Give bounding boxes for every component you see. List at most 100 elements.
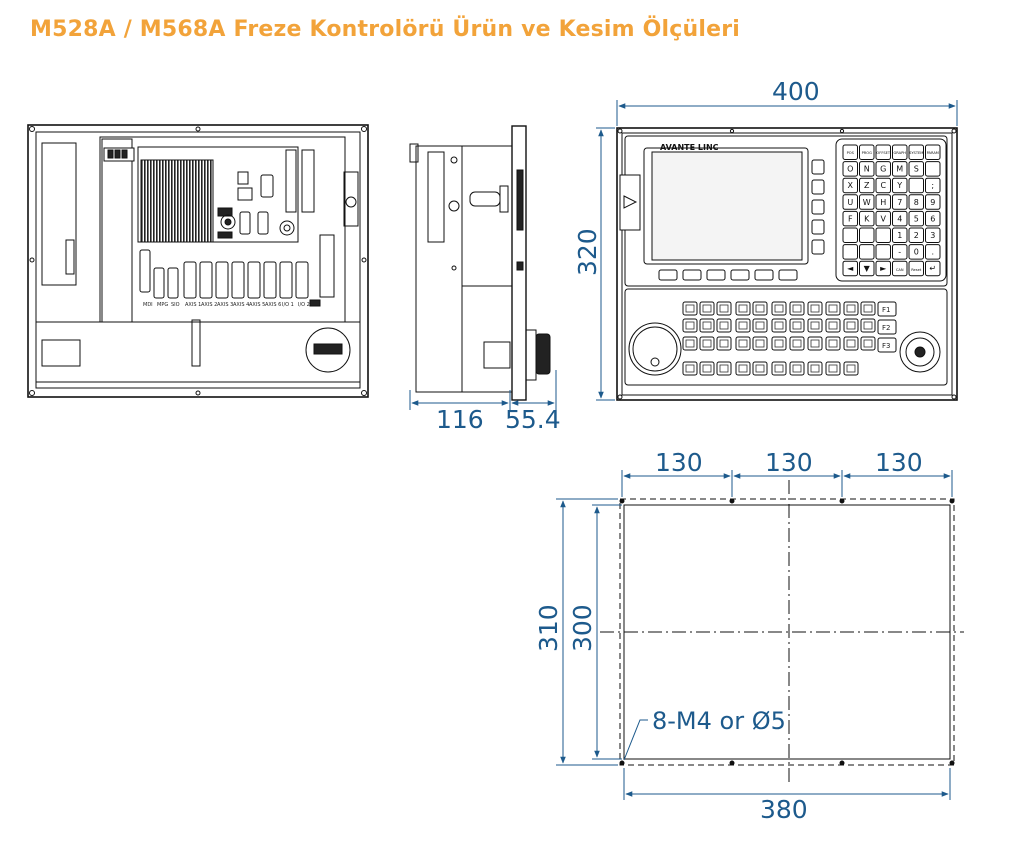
machine-key[interactable] xyxy=(716,361,732,376)
machine-key[interactable] xyxy=(789,361,805,376)
machine-key[interactable] xyxy=(771,336,787,351)
machine-key[interactable] xyxy=(699,336,715,351)
keypad-key[interactable] xyxy=(875,260,891,277)
machine-key[interactable] xyxy=(682,318,698,333)
keypad-key[interactable] xyxy=(908,177,924,194)
machine-key[interactable] xyxy=(752,318,768,333)
machine-key[interactable] xyxy=(752,361,768,376)
machine-key[interactable] xyxy=(825,318,841,333)
keypad-key[interactable] xyxy=(859,210,875,227)
machine-key[interactable] xyxy=(860,318,876,333)
keypad-key[interactable] xyxy=(875,144,891,160)
keypad-key[interactable] xyxy=(875,161,891,177)
machine-key[interactable] xyxy=(843,318,859,333)
keypad-key[interactable] xyxy=(842,260,858,277)
keypad-key[interactable] xyxy=(875,244,891,260)
keypad-key[interactable] xyxy=(842,144,858,160)
machine-key[interactable] xyxy=(682,361,698,376)
keypad-key[interactable] xyxy=(908,144,924,160)
machine-key[interactable] xyxy=(699,318,715,333)
machine-key[interactable] xyxy=(860,301,876,316)
keypad-key[interactable] xyxy=(892,260,908,277)
machine-key[interactable] xyxy=(843,336,859,351)
keypad-key[interactable] xyxy=(908,260,924,277)
keypad-key[interactable] xyxy=(859,194,875,210)
keypad-key[interactable] xyxy=(875,227,891,243)
keypad-key[interactable] xyxy=(892,194,908,210)
machine-key[interactable] xyxy=(789,301,805,316)
machine-key[interactable] xyxy=(807,301,823,316)
keypad-key[interactable] xyxy=(892,244,908,260)
keypad-key[interactable] xyxy=(908,244,924,260)
keypad-key[interactable] xyxy=(908,210,924,227)
machine-key[interactable] xyxy=(825,361,841,376)
keypad-key[interactable] xyxy=(859,227,875,243)
machine-key[interactable] xyxy=(752,336,768,351)
keypad-key[interactable] xyxy=(859,260,875,277)
keypad-key[interactable] xyxy=(892,227,908,243)
keypad-key[interactable] xyxy=(925,161,941,177)
machine-key[interactable] xyxy=(825,301,841,316)
machine-key-icon xyxy=(792,321,802,330)
keypad-key[interactable] xyxy=(859,244,875,260)
keypad-key[interactable] xyxy=(859,144,875,160)
keypad-key-label: PARAM xyxy=(927,151,939,155)
machine-key[interactable] xyxy=(716,318,732,333)
machine-key-icon xyxy=(685,364,695,373)
keypad-key-label: ► xyxy=(880,264,887,273)
keypad-key[interactable] xyxy=(908,161,924,177)
machine-key[interactable] xyxy=(735,361,751,376)
machine-key[interactable] xyxy=(771,301,787,316)
keypad-key[interactable] xyxy=(892,161,908,177)
keypad-key[interactable] xyxy=(842,194,858,210)
machine-key[interactable] xyxy=(807,318,823,333)
machine-key[interactable] xyxy=(860,336,876,351)
machine-key-icon xyxy=(719,339,729,348)
keypad-key[interactable] xyxy=(925,227,941,243)
machine-key[interactable] xyxy=(716,301,732,316)
keypad-key[interactable] xyxy=(842,244,858,260)
machine-key[interactable] xyxy=(807,336,823,351)
machine-key[interactable] xyxy=(843,361,859,376)
keypad-key[interactable] xyxy=(875,194,891,210)
keypad-key[interactable] xyxy=(859,161,875,177)
machine-key-icon xyxy=(810,304,820,313)
machine-key-icon xyxy=(719,321,729,330)
keypad-key-label: X xyxy=(848,181,854,190)
keypad-key[interactable] xyxy=(908,227,924,243)
keypad-key[interactable] xyxy=(925,244,941,260)
machine-key[interactable] xyxy=(716,336,732,351)
machine-key[interactable] xyxy=(682,336,698,351)
machine-key[interactable] xyxy=(825,336,841,351)
keypad-key[interactable] xyxy=(892,177,908,194)
svg-text:SIO: SIO xyxy=(171,302,180,308)
keypad-key[interactable] xyxy=(908,194,924,210)
machine-key[interactable] xyxy=(789,336,805,351)
keypad-key[interactable] xyxy=(925,177,941,194)
machine-key[interactable] xyxy=(682,301,698,316)
machine-key[interactable] xyxy=(699,301,715,316)
machine-key[interactable] xyxy=(735,318,751,333)
keypad-key[interactable] xyxy=(875,210,891,227)
machine-key[interactable] xyxy=(752,301,768,316)
keypad-key[interactable] xyxy=(925,260,941,277)
machine-key[interactable] xyxy=(735,301,751,316)
keypad-key[interactable] xyxy=(842,227,858,243)
machine-key[interactable] xyxy=(735,336,751,351)
machine-key[interactable] xyxy=(771,361,787,376)
machine-key[interactable] xyxy=(843,301,859,316)
keypad-key[interactable] xyxy=(842,177,858,194)
keypad-key[interactable] xyxy=(875,177,891,194)
keypad-key[interactable] xyxy=(892,210,908,227)
keypad-key[interactable] xyxy=(925,144,941,160)
machine-key[interactable] xyxy=(771,318,787,333)
keypad-key[interactable] xyxy=(842,210,858,227)
machine-key[interactable] xyxy=(699,361,715,376)
keypad-key[interactable] xyxy=(925,194,941,210)
keypad-key[interactable] xyxy=(925,210,941,227)
keypad-key[interactable] xyxy=(892,144,908,160)
machine-key[interactable] xyxy=(789,318,805,333)
machine-key[interactable] xyxy=(807,361,823,376)
keypad-key[interactable] xyxy=(859,177,875,194)
keypad-key[interactable] xyxy=(842,161,858,177)
